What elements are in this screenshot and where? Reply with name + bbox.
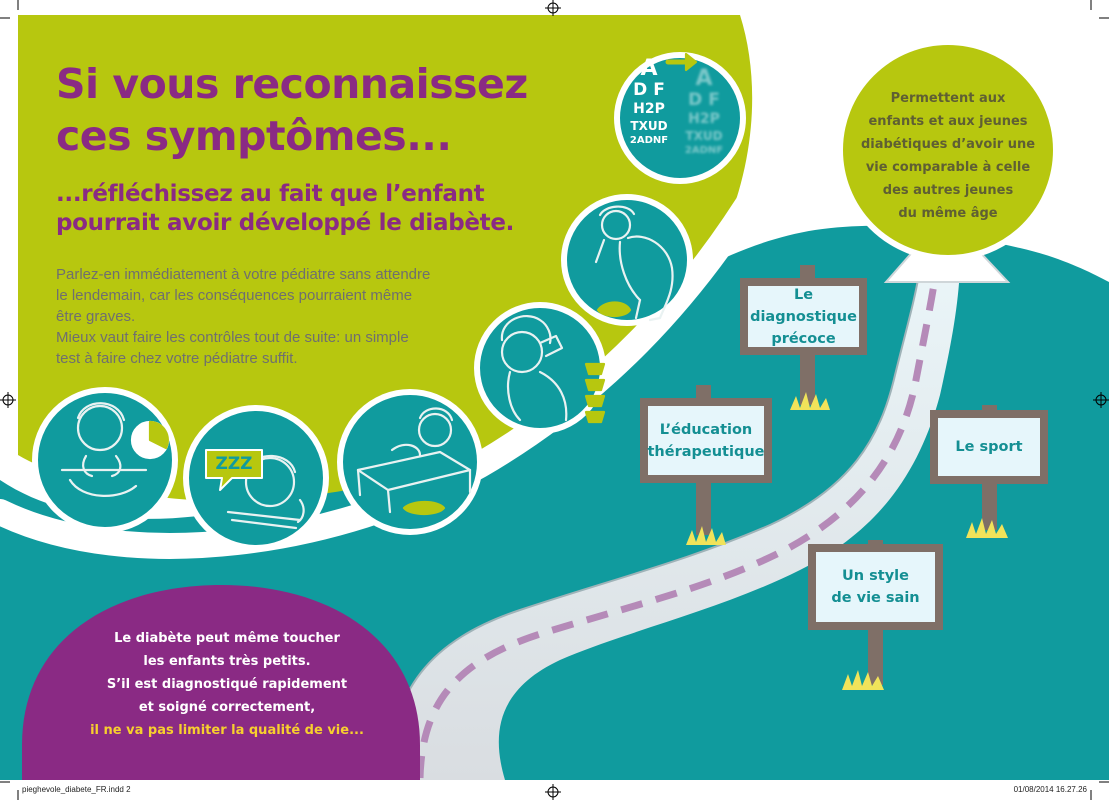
footer-timestamp: 01/08/2014 16.27.26: [1013, 785, 1087, 794]
body-line-4: Mieux vaut faire les contrôles tout de s…: [56, 329, 409, 346]
grass-tuft-lifestyle: [842, 670, 884, 690]
sign-lifestyle-line-2: de vie sain: [831, 590, 920, 606]
footer-file-name: pieghevole_diabete_FR.indd 2: [22, 785, 131, 794]
sign-lifestyle-line-1: Un style: [842, 568, 909, 584]
symptom-thirst-circle: [474, 302, 606, 434]
body-paragraph: Parlez-en immédiatement à votre pédiatre…: [56, 264, 430, 369]
symptom-bedwetting-circle: [337, 389, 483, 535]
purple-message-highlight: il ne va pas limiter la qualité de vie..…: [90, 723, 364, 738]
sign-panel-education: [648, 406, 764, 475]
page-subtitle-line-2: pourrait avoir développé le diabète.: [56, 210, 515, 236]
grass-tuft-sport: [966, 518, 1008, 538]
sign-education: L’éducation thérapeutique: [647, 406, 765, 475]
sign-sport: Le sport: [938, 418, 1040, 476]
road-edge: [387, 267, 921, 781]
symptom-vomiting-circle: [561, 194, 693, 326]
arrow-head-icon: [684, 52, 698, 72]
sign-panel-lifestyle: [816, 552, 935, 622]
benefit-line-5: des autres jeunes: [882, 183, 1014, 198]
sign-education-line-1: L’éducation: [659, 421, 753, 438]
page-title-line-1: Si vous reconnaissez: [56, 60, 528, 108]
sign-education-line-2: thérapeutique: [647, 443, 765, 460]
eye-chart-blurred-row-2: D F: [688, 90, 720, 110]
benefit-line-1: Permettent aux: [890, 91, 1006, 106]
purple-message: Le diabète peut même toucher les enfants…: [62, 627, 392, 742]
purple-message-line-1: Le diabète peut même toucher: [114, 631, 340, 646]
grass-tuft-education: [686, 526, 726, 545]
sign-panel-diagnostic: [748, 286, 859, 347]
eye-chart-blurred-row-3: H2P: [688, 111, 720, 127]
body-line-1: Parlez-en immédiatement à votre pédiatre…: [56, 266, 431, 283]
cups-icon: [584, 362, 606, 424]
signposts: [640, 265, 1048, 690]
sign-panel-sport: [938, 418, 1040, 476]
sleep-zzz-label: ZZZ: [215, 454, 253, 474]
benefit-text: Permettent aux enfants et aux jeunes dia…: [848, 87, 1048, 225]
eye-chart-row-4: TXUD: [630, 119, 668, 133]
eye-chart-row-1: A: [640, 56, 658, 81]
eye-chart-blurred-row-5: 2ADNF: [684, 145, 724, 156]
symptom-vision-circle: [614, 52, 746, 184]
eye-chart-row-2: D F: [633, 80, 665, 100]
page-subtitle-line-1: ...réfléchissez au fait que l’enfant: [56, 181, 485, 207]
body-line-3: être graves.: [56, 308, 136, 325]
sign-lifestyle: Un style de vie sain: [816, 552, 935, 622]
symptom-hunger-circle: [32, 387, 178, 533]
body-line-5: test à faire chez votre pédiatre suffit.: [56, 350, 298, 367]
page-subtitle: ...réfléchissez au fait que l’enfant pou…: [56, 180, 514, 238]
eye-chart-row-5: 2ADNF: [629, 135, 669, 146]
child-in-bed-illustration: [356, 407, 472, 514]
sign-diagnostic: Le diagnostique précoce: [748, 286, 859, 347]
eye-chart-blurred-row-1: A: [695, 66, 713, 91]
page-title: Si vous reconnaissez ces symptômes...: [56, 58, 528, 162]
purple-bubble: [22, 585, 420, 780]
sign-diagnostic-line-1: Le diagnostique: [750, 286, 857, 325]
sign-sport-line-1: Le sport: [955, 439, 1023, 455]
vomiting-child-illustration: [594, 205, 674, 322]
benefit-circle: [837, 39, 1059, 261]
eye-chart: A D F H2P TXUD 2ADNF: [612, 58, 686, 148]
purple-message-line-4: et soigné correctement,: [138, 700, 316, 715]
body-line-2: le lendemain, car les conséquences pourr…: [56, 287, 413, 304]
vomit-puddle: [596, 301, 632, 318]
hungry-child-illustration: [60, 402, 148, 497]
page-title-line-2: ces symptômes...: [56, 112, 452, 160]
purple-message-line-2: les enfants très petits.: [143, 654, 311, 669]
drinking-child-illustration: [500, 315, 568, 422]
pie-clock-icon: [130, 420, 170, 460]
road-dashes: [416, 271, 940, 779]
road: [388, 268, 960, 780]
benefit-line-2: enfants et aux jeunes: [868, 114, 1028, 129]
benefit-line-4: vie comparable à celle: [865, 160, 1031, 175]
grass-tuft-diagnostic: [790, 392, 830, 410]
sign-diagnostic-line-2: précoce: [771, 330, 836, 347]
eye-chart-row-3: H2P: [633, 101, 665, 117]
benefit-line-6: du même âge: [898, 206, 998, 221]
eye-chart-blurred: A D F H2P TXUD 2ADNF: [672, 68, 736, 158]
eye-chart-blurred-row-4: TXUD: [685, 129, 723, 143]
purple-message-line-3: S’il est diagnostiqué rapidement: [106, 677, 348, 692]
sleep-bubble: [205, 449, 263, 491]
wet-puddle: [402, 500, 446, 516]
benefit-line-3: diabétiques d’avoir une: [860, 137, 1036, 152]
